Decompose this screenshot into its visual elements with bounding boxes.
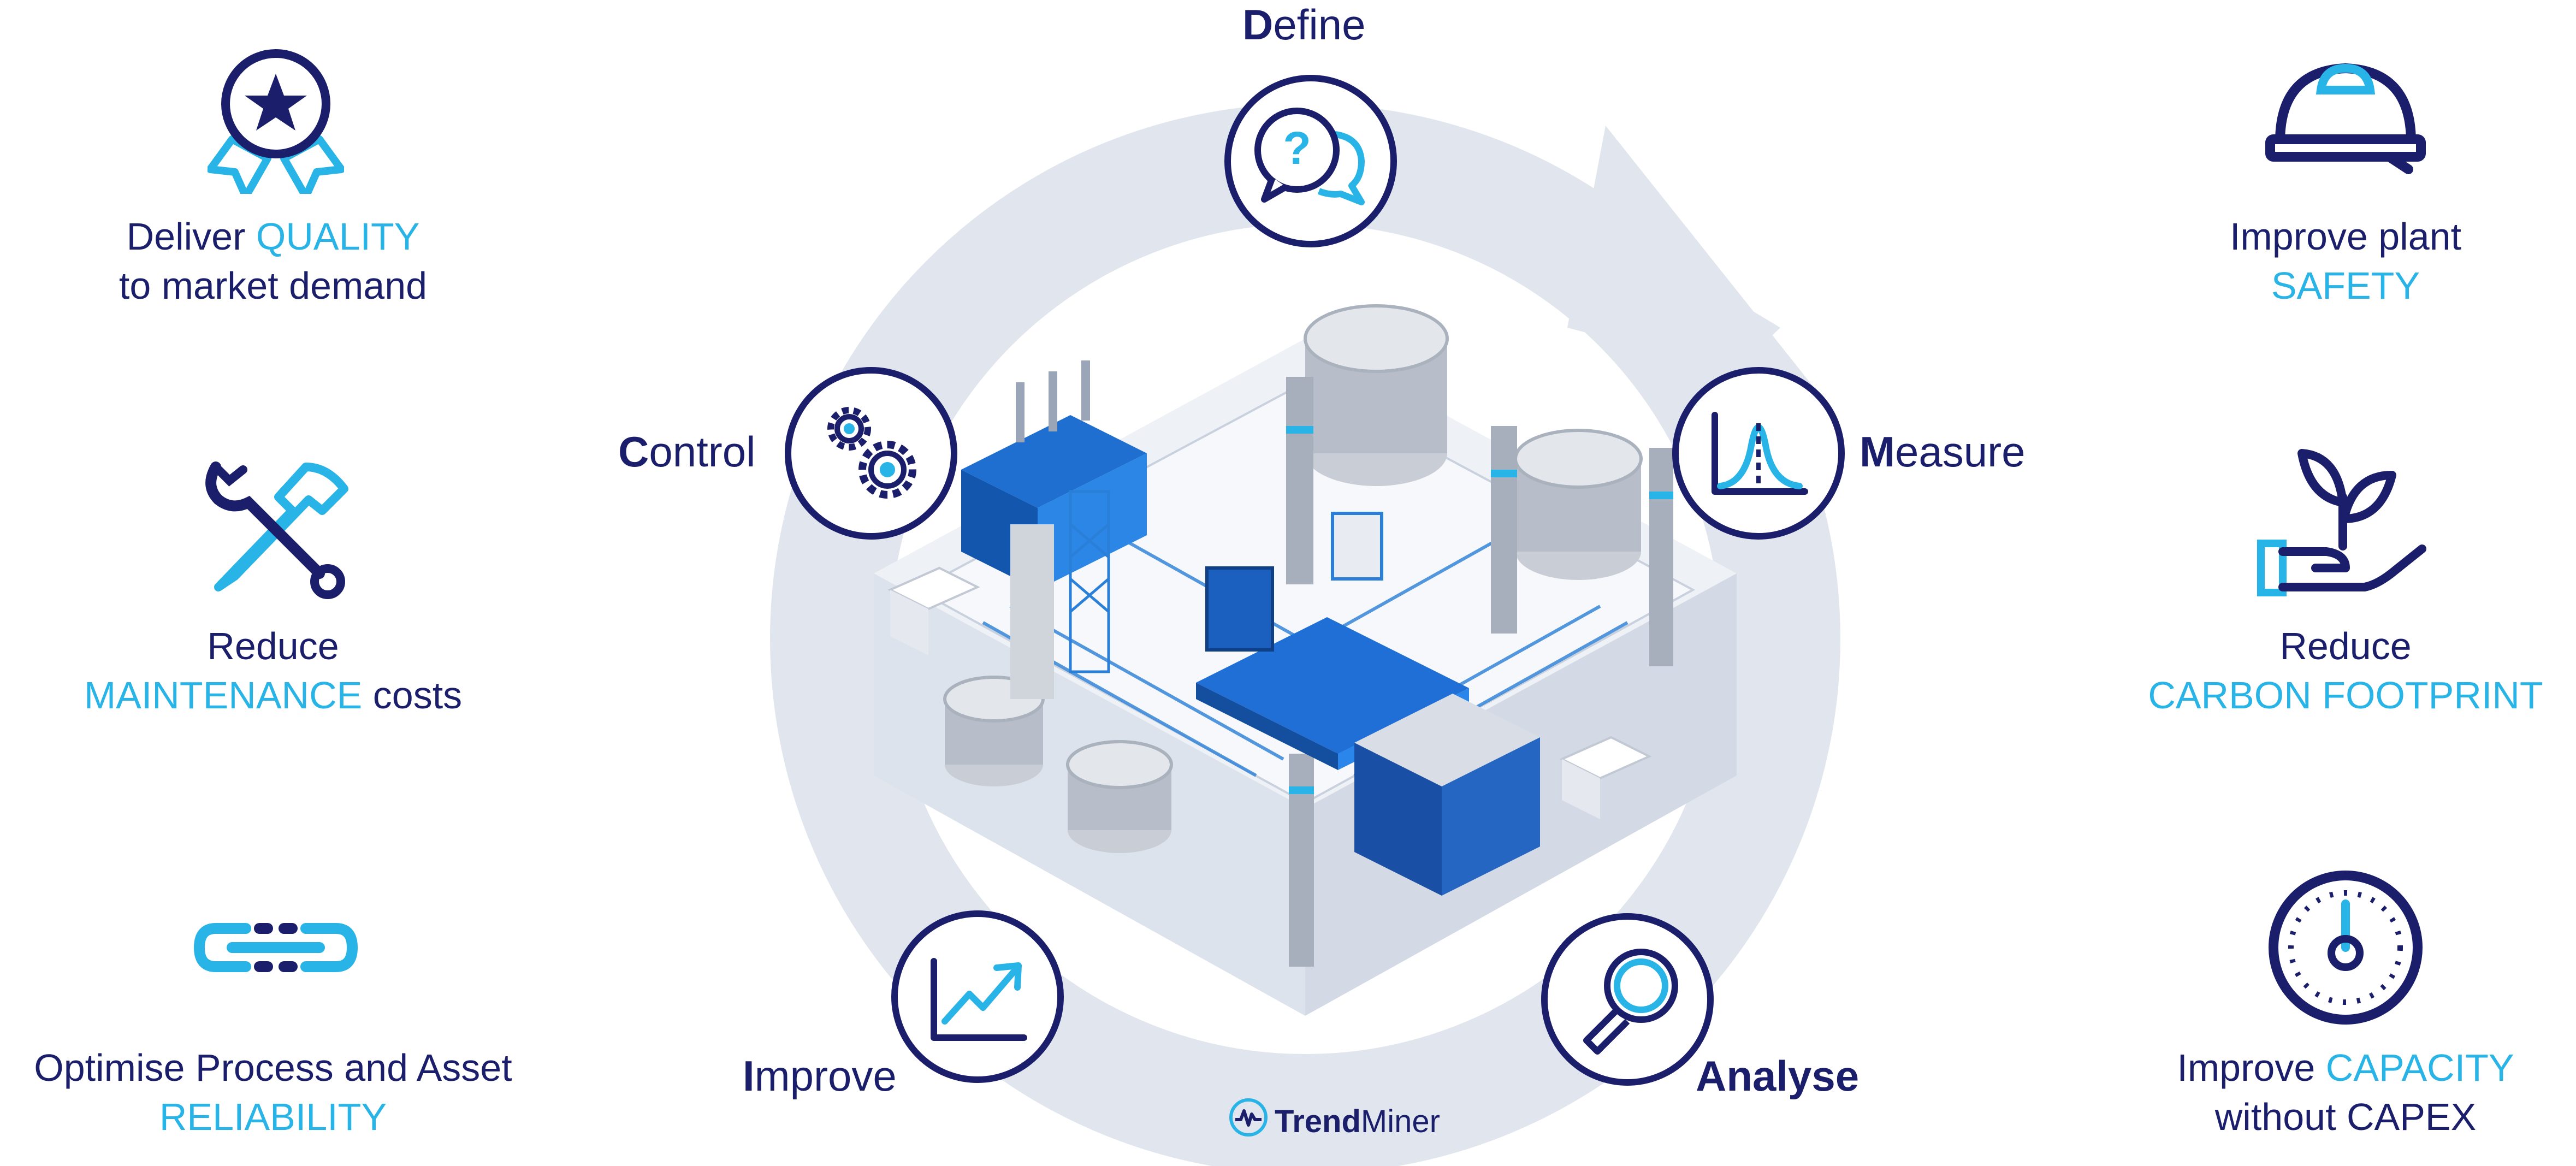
safety-line1: Improve plant bbox=[2229, 215, 2462, 258]
benefit-safety: Improve plant SAFETY bbox=[2072, 212, 2576, 310]
trendminer-logo-icon bbox=[1229, 1098, 1268, 1145]
safety-highlight: SAFETY bbox=[2271, 264, 2420, 307]
benefit-reliability: Optimise Process and Asset RELIABILITY bbox=[0, 1043, 546, 1141]
capacity-line2: without CAPEX bbox=[2214, 1096, 2477, 1138]
hard-hat-icon bbox=[2264, 52, 2427, 180]
step-label-improve: Improve bbox=[743, 1052, 897, 1100]
trend-chart-icon bbox=[887, 907, 1068, 1090]
step-label-analyse: Analyse bbox=[1696, 1052, 1860, 1100]
capacity-highlight: CAPACITY bbox=[2325, 1046, 2514, 1089]
carbon-highlight: CARBON FOOTPRINT bbox=[2148, 674, 2543, 717]
reliability-highlight: RELIABILITY bbox=[159, 1096, 387, 1138]
quality-line2: to market demand bbox=[119, 264, 428, 307]
magnifier-icon bbox=[1537, 909, 1718, 1092]
award-ribbon-icon bbox=[206, 41, 345, 200]
svg-text:?: ? bbox=[1283, 122, 1311, 174]
step-label-define: Define bbox=[1242, 1, 1366, 49]
benefit-carbon: Reduce CARBON FOOTPRINT bbox=[2072, 622, 2576, 720]
step-label-measure: Measure bbox=[1860, 428, 2026, 476]
brand-part2: Miner bbox=[1360, 1103, 1440, 1139]
gears-icon bbox=[781, 363, 961, 546]
plant-in-hand-icon bbox=[2255, 437, 2430, 609]
maintenance-highlight: MAINTENANCE bbox=[84, 674, 363, 717]
quality-prefix: Deliver bbox=[126, 215, 256, 258]
benefit-maintenance: Reduce MAINTENANCE costs bbox=[0, 622, 546, 720]
quality-highlight: QUALITY bbox=[256, 215, 420, 258]
bell-curve-icon bbox=[1668, 363, 1849, 546]
maintenance-line1: Reduce bbox=[207, 625, 339, 667]
industrial-plant-illustration bbox=[874, 304, 1737, 1016]
step-label-control: Control bbox=[618, 428, 756, 476]
brand-part1: Trend bbox=[1275, 1103, 1361, 1139]
benefit-capacity: Improve CAPACITY without CAPEX bbox=[2072, 1043, 2576, 1141]
carbon-line1: Reduce bbox=[2279, 625, 2412, 667]
reliability-line1: Optimise Process and Asset bbox=[34, 1046, 512, 1089]
benefit-quality: Deliver QUALITY to market demand bbox=[0, 212, 546, 310]
chain-link-icon bbox=[193, 920, 358, 978]
wrench-hammer-icon bbox=[197, 445, 355, 606]
capacity-prefix: Improve bbox=[2177, 1046, 2326, 1089]
maintenance-suffix: costs bbox=[362, 674, 463, 717]
gauge-icon bbox=[2264, 866, 2427, 1032]
question-bubbles-icon: ? bbox=[1221, 71, 1401, 254]
